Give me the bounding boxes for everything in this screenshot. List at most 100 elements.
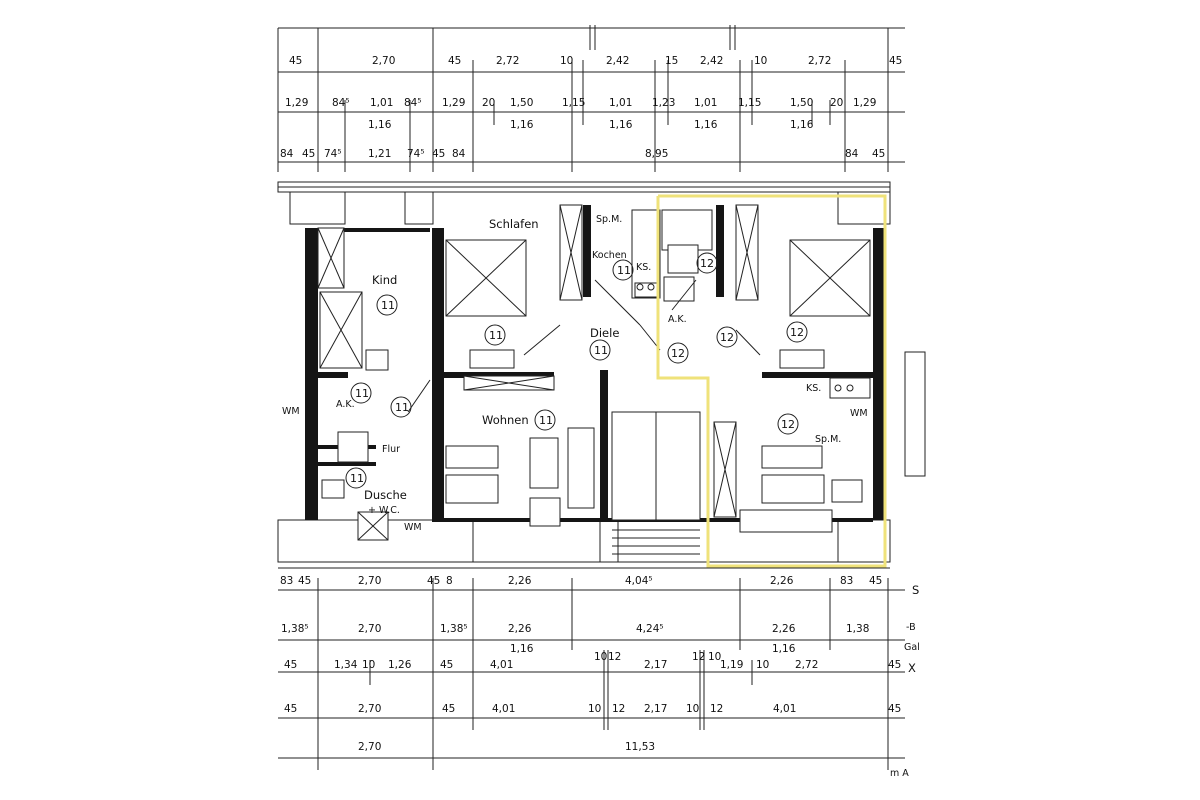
room-dusche: Dusche [364,488,407,502]
dim-t3-9: 45 [872,148,885,160]
dim-b4-9: 4,01 [773,703,796,715]
label-wm-right: WM [850,408,868,419]
dim-b3-12: 10 [756,659,769,671]
dim-b4-0: 45 [284,703,297,715]
dim-t3-6: 84 [452,148,466,160]
dim-t3-1: 45 [302,148,315,160]
dim-b3-6: 10 [594,651,607,663]
dim-b4-5: 12 [612,703,625,715]
dim-b3-0: 45 [284,659,297,671]
dim-t1-5: 2,42 [606,55,629,67]
marker-hall-right: 12 [716,326,738,348]
bottom-dimension-row-2: 1,38⁵ 2,70 1,38⁵ 2,26 4,24⁵ 2,26 1,38 1,… [281,623,869,655]
dim-t2-1: 84⁵ [332,97,350,109]
bottom-dimension-lines [278,578,905,770]
dim-t3-0: 84 [280,148,294,160]
dim-b3-3: 1,26 [388,659,412,671]
marker-kochen: 11 [612,259,634,281]
dim-b2-3: 2,26 [508,623,532,635]
label-ak-left: A.K. [336,399,355,410]
dim-t2s-3: 1,16 [694,119,718,131]
dim-t2s-0: 1,16 [368,119,392,131]
dim-b1-5: 2,26 [508,575,532,587]
svg-text:11: 11 [355,387,369,400]
dim-b5-0: 2,70 [358,741,381,753]
dim-b3-7: 12 [608,651,621,663]
dim-b1-9: 45 [869,575,882,587]
dim-t1-10: 45 [889,55,902,67]
dim-t3-3: 1,21 [368,148,391,160]
dim-t2s-2: 1,16 [609,119,633,131]
dim-t2-5: 20 [482,97,495,109]
svg-text:12: 12 [781,418,795,431]
marker-ak-right: 12 [667,342,689,364]
top-dimension-lines [277,25,905,172]
room-schlafen: Schlafen [489,217,539,231]
svg-text:11: 11 [489,329,503,342]
room-kind: Kind [372,273,397,287]
top-dimension-row-3: 84 45 74⁵ 1,21 74⁵ 45 84 8,95 84 45 [280,148,885,160]
svg-text:11: 11 [350,472,364,485]
dim-b3-1: 1,34 [334,659,358,671]
dim-t2-10: 1,01 [694,97,717,109]
dim-t2-4: 1,29 [442,97,465,109]
dim-b3-5: 4,01 [490,659,513,671]
dim-b4-10: 45 [888,703,901,715]
dim-b2-1: 2,70 [358,623,381,635]
marker-bedroom-left: 11 [484,324,506,346]
dim-b1-3: 45 [427,575,440,587]
dim-t2s-4: 1,16 [790,119,814,131]
dim-b3-9: 12 [692,651,705,663]
dim-t1-6: 15 [665,55,678,67]
dim-t2-13: 20 [830,97,843,109]
marker-kind: 11 [376,294,398,316]
marker-living-right: 12 [777,413,799,435]
marker-flur: 11 [390,396,412,418]
dim-t2s-1: 1,16 [510,119,534,131]
dim-t2-11: 1,15 [738,97,761,109]
dim-t2-2: 1,01 [370,97,393,109]
dim-b2s-0: 1,16 [510,643,534,655]
svg-text:12: 12 [790,326,804,339]
dim-b2-4: 4,24⁵ [636,623,664,635]
dim-t2-6: 1,50 [510,97,533,109]
bottom-dimension-row-3: 45 1,34 10 1,26 45 4,01 10 12 2,17 12 10… [284,651,901,671]
svg-text:11: 11 [617,264,631,277]
dim-b3-11: 1,19 [720,659,743,671]
building-shell [277,181,891,569]
label-ks-right: KS. [806,383,821,394]
bottom-dimension-row-1: 83 45 2,70 45 8 2,26 4,04⁵ 2,26 83 45 [280,575,882,587]
dim-b5-1: 11,53 [625,741,655,753]
marker-diele: 11 [589,339,611,361]
dim-b1-7: 2,26 [770,575,794,587]
dim-b2s-1: 1,16 [772,643,796,655]
dim-b2-2: 1,38⁵ [440,623,468,635]
dim-t1-7: 2,42 [700,55,723,67]
room-kochen: Kochen [592,250,627,261]
dim-t3-4: 74⁵ [407,148,425,160]
room-diele: Diele [590,326,619,340]
margin-stamp: S -B Gal X m A [890,351,926,779]
dim-b3-8: 2,17 [644,659,667,671]
dim-t1-1: 2,70 [372,55,395,67]
dim-t1-3: 2,72 [496,55,519,67]
stamp-fragment-1: -B [906,622,916,633]
svg-text:12: 12 [700,257,714,270]
highlighted-unit-outline [656,194,887,568]
dim-t2-12: 1,50 [790,97,813,109]
dim-b2-5: 2,26 [772,623,796,635]
dim-b3-13: 2,72 [795,659,818,671]
svg-text:11: 11 [594,344,608,357]
dim-t2-0: 1,29 [285,97,308,109]
stamp-fragment-0: S [912,583,919,597]
dim-t1-4: 10 [560,55,573,67]
corner-note: m A [890,768,909,779]
dim-b1-6: 4,04⁵ [625,575,653,587]
dim-t3-8: 84 [845,148,859,160]
bottom-dimension-row-4: 45 2,70 45 4,01 10 12 2,17 10 12 4,01 45 [284,703,901,715]
dim-b3-10: 10 [708,651,721,663]
marker-kitchen-right: 12 [696,252,718,274]
label-spm-right: Sp.M. [815,434,841,445]
dim-t3-2: 74⁵ [324,148,342,160]
